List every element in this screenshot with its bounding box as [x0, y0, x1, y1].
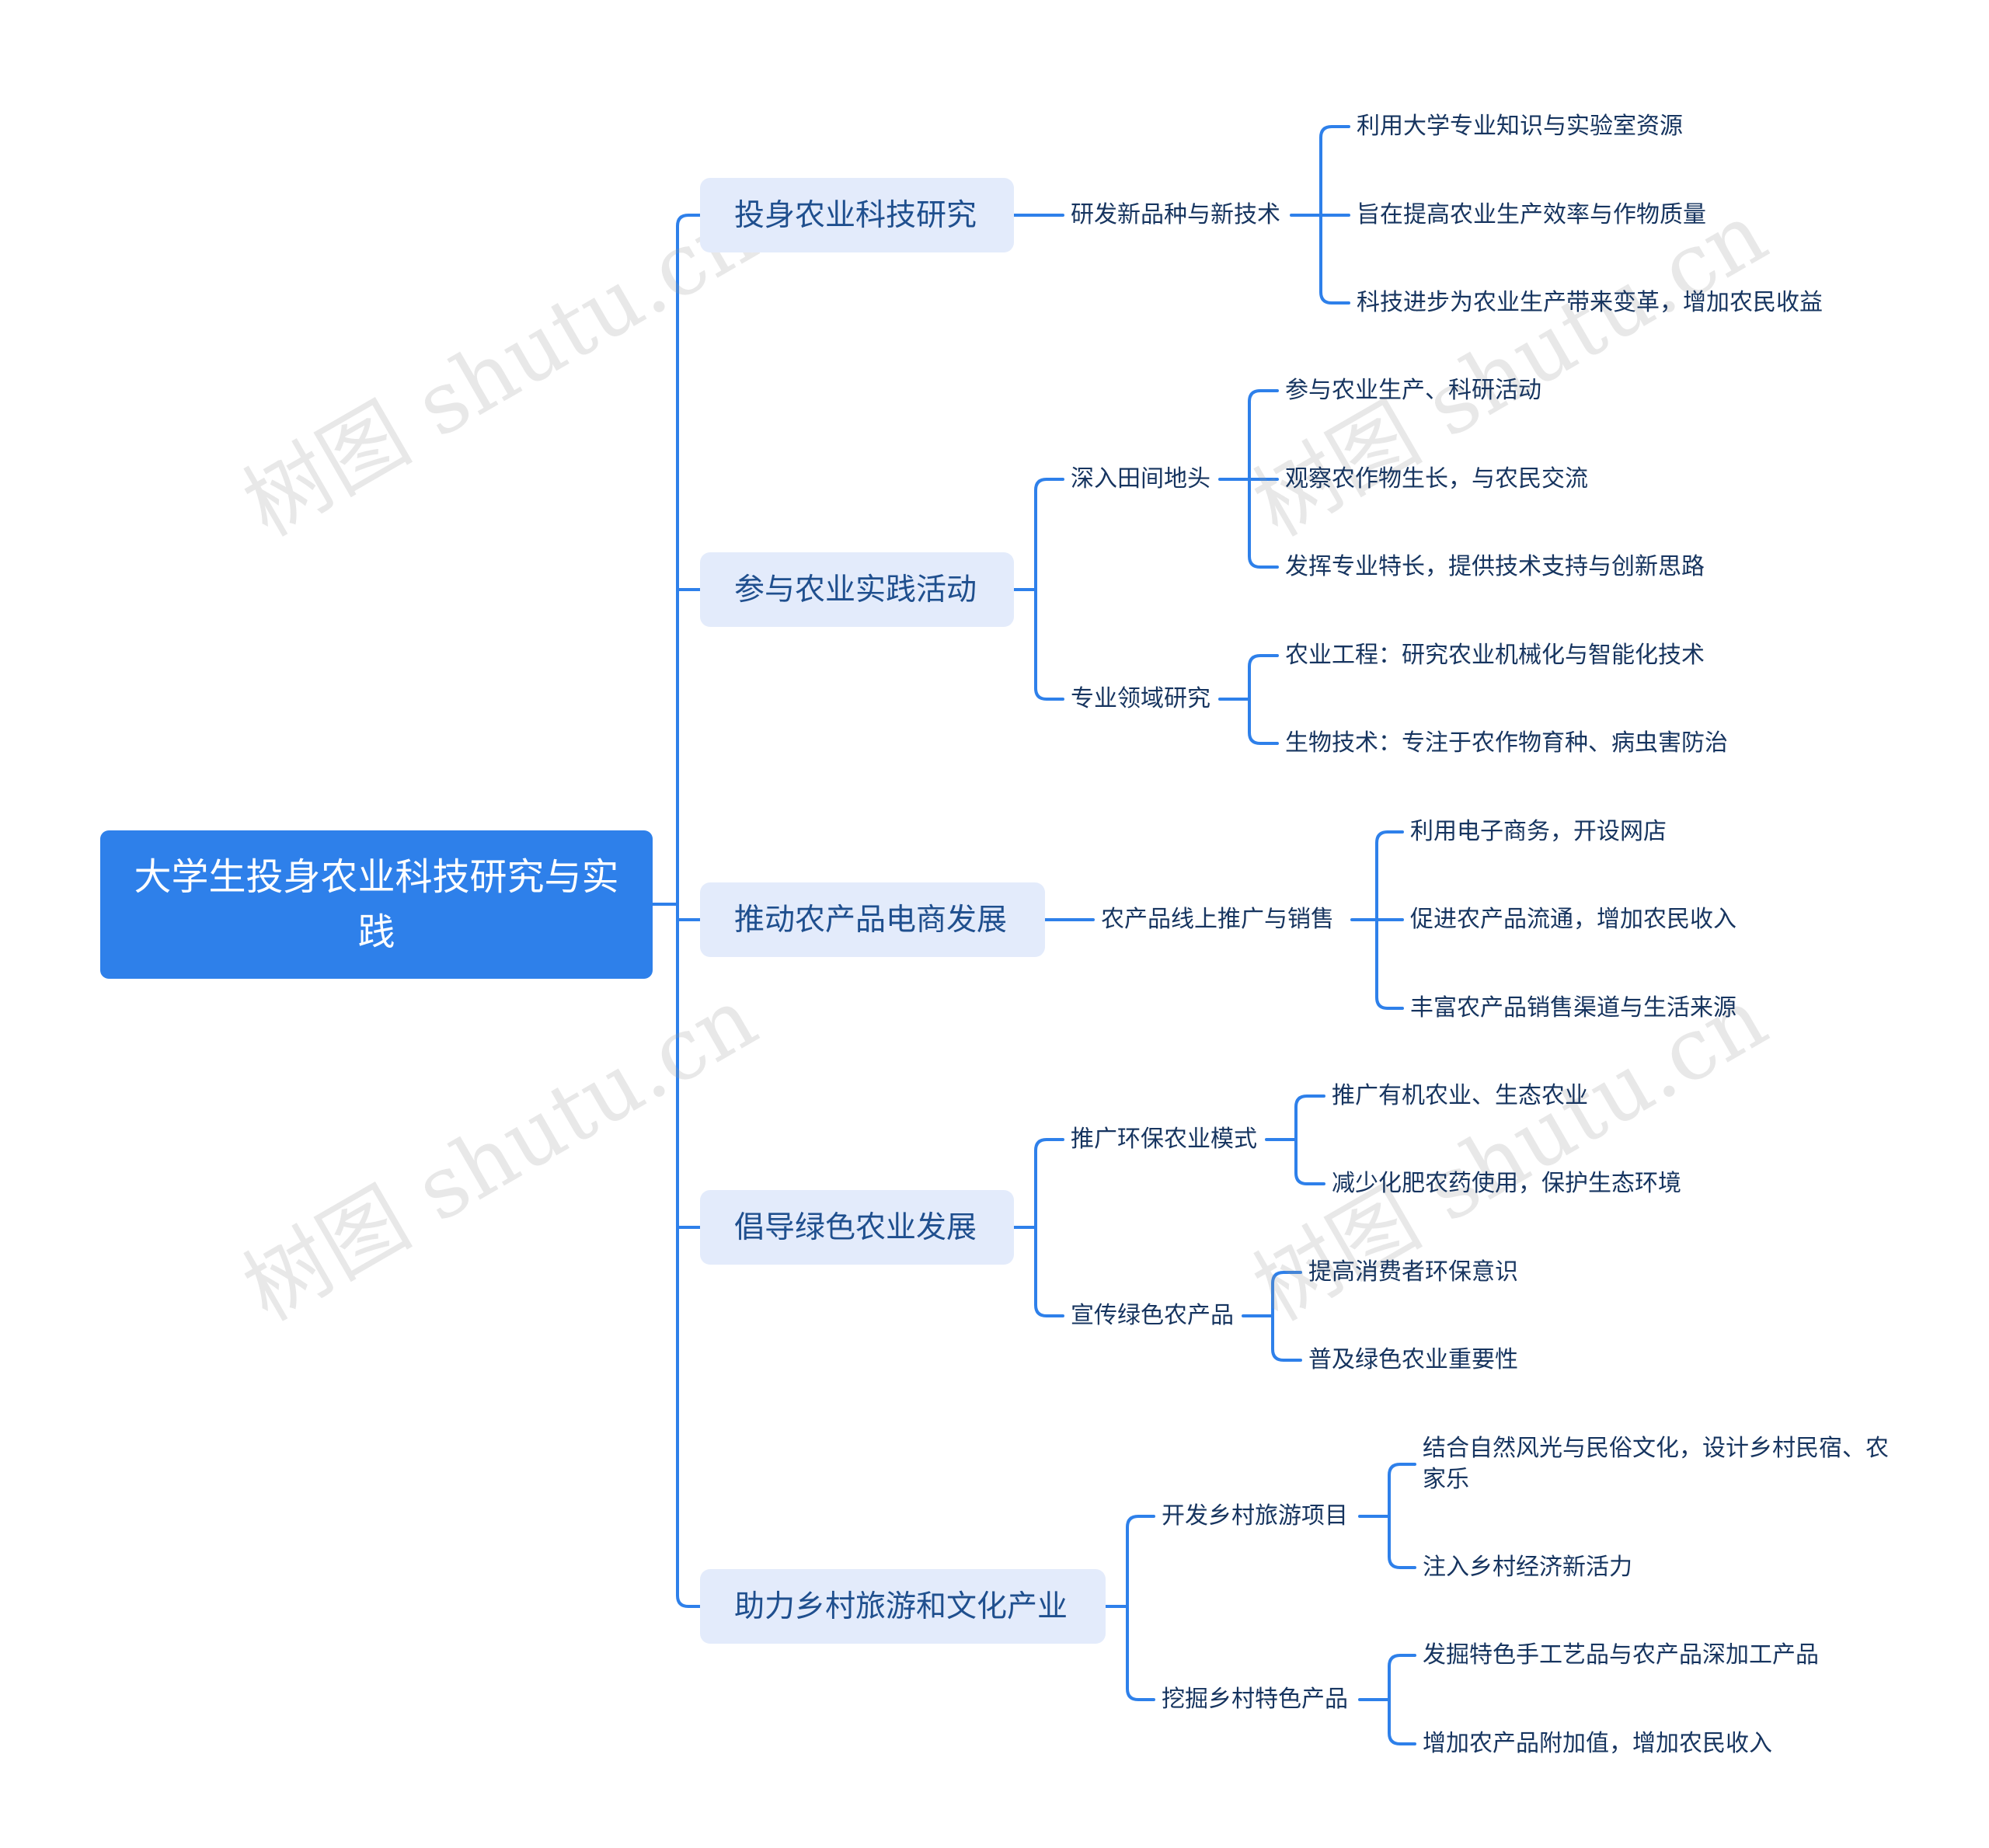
- leaf-item[interactable]: 观察农作物生长，与农民交流: [1285, 465, 1588, 492]
- leaf-item[interactable]: 提高消费者环保意识: [1308, 1258, 1518, 1286]
- branch-topic-tech-research[interactable]: 投身农业科技研究: [700, 178, 1014, 252]
- subtopic-specialty-products[interactable]: 挖掘乡村特色产品: [1162, 1686, 1348, 1713]
- leaf-item[interactable]: 促进农产品流通，增加农民收入: [1410, 906, 1736, 933]
- connector-line: [1034, 478, 1064, 591]
- connector-line: [1248, 478, 1279, 569]
- connector-line: [1388, 1654, 1416, 1701]
- connector-line: [1375, 830, 1404, 921]
- connector-line: [1294, 1138, 1325, 1185]
- subtopic-green-products[interactable]: 宣传绿色农产品: [1071, 1302, 1234, 1329]
- connector-line: [1319, 214, 1350, 305]
- connector-line: [1034, 1226, 1064, 1317]
- connector-line: [676, 903, 702, 1608]
- subtopic-fields[interactable]: 深入田间地头: [1071, 465, 1210, 492]
- leaf-item[interactable]: 注入乡村经济新活力: [1423, 1554, 1632, 1581]
- connector-line: [676, 214, 702, 906]
- leaf-item[interactable]: 生物技术：专注于农作物育种、病虫害防治: [1285, 729, 1728, 757]
- leaf-item[interactable]: 利用电子商务，开设网店: [1410, 818, 1667, 845]
- branch-topic-ecommerce[interactable]: 推动农产品电商发展: [700, 882, 1045, 957]
- connector-line: [1294, 1095, 1325, 1141]
- connector-line: [1248, 698, 1279, 745]
- subtopic-eco-models[interactable]: 推广环保农业模式: [1071, 1126, 1257, 1153]
- connector-line: [1126, 1515, 1155, 1608]
- connector-line: [1034, 588, 1064, 701]
- connector-line: [1388, 1698, 1416, 1745]
- leaf-item[interactable]: 发挥专业特长，提供技术支持与创新思路: [1285, 553, 1705, 580]
- connector-line: [1271, 1314, 1302, 1362]
- leaf-item[interactable]: 丰富农产品销售渠道与生活来源: [1410, 994, 1736, 1021]
- branch-topic-green-agri[interactable]: 倡导绿色农业发展: [700, 1190, 1014, 1265]
- branch-topic-rural-tourism[interactable]: 助力乡村旅游和文化产业: [700, 1569, 1106, 1644]
- leaf-item[interactable]: 旨在提高农业生产效率与作物质量: [1357, 201, 1706, 228]
- leaf-item[interactable]: 农业工程：研究农业机械化与智能化技术: [1285, 642, 1705, 669]
- leaf-item[interactable]: 科技进步为农业生产带来变革，增加农民收益: [1357, 289, 1823, 316]
- connector-line: [1126, 1605, 1155, 1701]
- leaf-item[interactable]: 普及绿色农业重要性: [1308, 1346, 1518, 1373]
- leaf-item[interactable]: 发掘特色手工艺品与农产品深加工产品: [1423, 1641, 1819, 1669]
- leaf-item[interactable]: 推广有机农业、生态农业: [1332, 1082, 1588, 1109]
- branch-topic-practice[interactable]: 参与农业实践活动: [700, 552, 1014, 627]
- connector-line: [1388, 1515, 1416, 1569]
- root-topic[interactable]: 大学生投身农业科技研究与实践: [100, 830, 653, 979]
- leaf-item[interactable]: 增加农产品附加值，增加农民收入: [1423, 1730, 1772, 1757]
- subtopic-tourism-projects[interactable]: 开发乡村旅游项目: [1162, 1502, 1348, 1530]
- subtopic-new-varieties[interactable]: 研发新品种与新技术: [1071, 201, 1280, 228]
- connector-line: [1375, 918, 1404, 1010]
- connector-line: [1388, 1463, 1416, 1518]
- subtopic-online-sales[interactable]: 农产品线上推广与销售: [1101, 906, 1334, 933]
- connector-line: [1248, 654, 1279, 701]
- subtopic-specialty-research[interactable]: 专业领域研究: [1071, 685, 1210, 712]
- connector-line: [1034, 1138, 1064, 1229]
- leaf-item[interactable]: 结合自然风光与民俗文化，设计乡村民宿、农家乐: [1423, 1435, 1889, 1493]
- connector-line: [1319, 125, 1350, 217]
- connector-line: [1248, 389, 1279, 481]
- leaf-item[interactable]: 减少化肥农药使用，保护生态环境: [1332, 1170, 1681, 1197]
- connector-line: [1271, 1271, 1302, 1317]
- leaf-item[interactable]: 利用大学专业知识与实验室资源: [1357, 113, 1683, 140]
- leaf-item[interactable]: 参与农业生产、科研活动: [1285, 377, 1541, 404]
